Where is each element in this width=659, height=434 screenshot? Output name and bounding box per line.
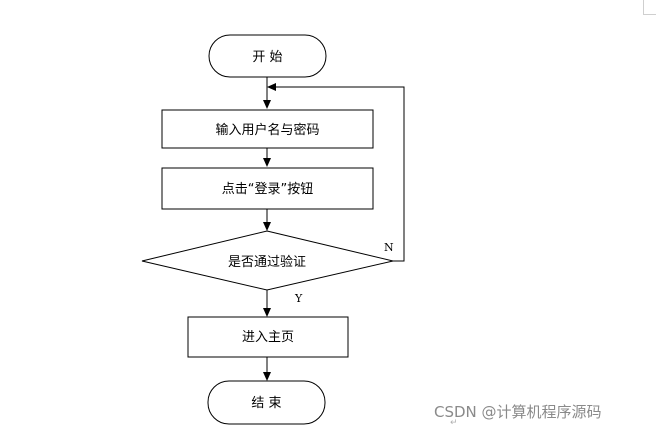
enter-home-label: 进入主页 <box>242 330 294 345</box>
arrowhead-home <box>263 308 271 317</box>
watermark-text: CSDN @计算机程序源码 <box>434 403 602 421</box>
arrowhead-input <box>263 100 271 109</box>
no-branch-label: N <box>384 241 394 254</box>
arrowhead-end <box>263 372 271 381</box>
arrowhead-loop <box>267 83 276 91</box>
arrowhead-decision <box>263 222 271 231</box>
click-login-label: 点击“登录”按钮 <box>222 182 313 197</box>
end-terminal <box>207 380 326 425</box>
verify-decision-label: 是否通过验证 <box>228 254 306 270</box>
yes-branch-label: Y <box>294 292 303 305</box>
page-corner-marker <box>643 0 656 15</box>
enter-home-process <box>187 316 349 358</box>
start-label: 开 始 <box>252 50 282 65</box>
end-label: 结 束 <box>251 396 281 411</box>
edge-no-loop <box>273 86 405 262</box>
arrowhead-click <box>263 158 271 167</box>
input-credentials-label: 输入用户名与密码 <box>215 122 319 138</box>
paragraph-mark-icon: ↵ <box>450 418 458 428</box>
input-credentials-process <box>161 109 374 149</box>
